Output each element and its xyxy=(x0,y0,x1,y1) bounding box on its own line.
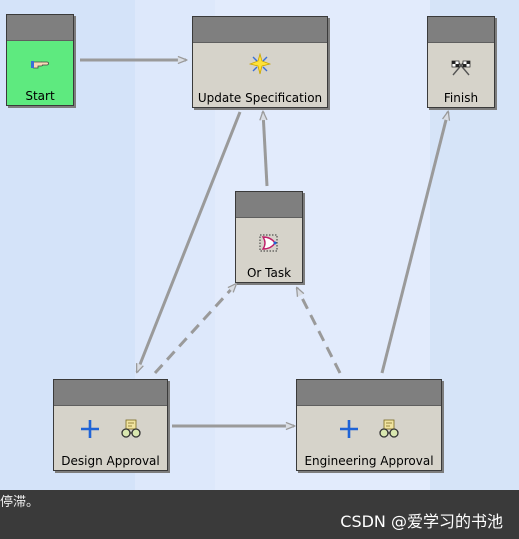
edge-design-approval-to-or-task[interactable] xyxy=(153,284,236,375)
approver-glasses-icon xyxy=(120,419,141,438)
edge-update-to-design-approval[interactable] xyxy=(135,111,242,372)
node-icon-area xyxy=(193,53,327,75)
update-specification-node[interactable]: Update Specification xyxy=(192,16,328,108)
design-approval-node[interactable]: Design Approval xyxy=(53,379,168,471)
edge-engineering-approval-to-or-task[interactable] xyxy=(295,288,342,374)
workflow-canvas: Start Update Specification xyxy=(0,0,519,490)
node-header xyxy=(428,17,494,43)
finish-node[interactable]: Finish xyxy=(427,16,495,108)
edge-engineering-approval-to-finish[interactable] xyxy=(380,112,448,374)
approver-glasses-icon xyxy=(379,419,399,438)
plus-icon xyxy=(339,420,358,438)
node-header xyxy=(193,17,327,43)
footer-bar: 停滞。 CSDN @爱学习的书池 xyxy=(0,490,519,539)
footer-watermark: CSDN @爱学习的书池 xyxy=(340,512,503,531)
node-header xyxy=(54,380,167,406)
sparkle-icon xyxy=(249,53,271,75)
node-icon-area xyxy=(428,57,494,76)
node-label: Design Approval xyxy=(61,454,160,468)
workflow-edges xyxy=(80,0,519,490)
node-header xyxy=(297,380,441,406)
or-task-node[interactable]: Or Task xyxy=(235,191,303,283)
hand-pointing-icon xyxy=(31,60,49,68)
node-label: Or Task xyxy=(246,266,292,280)
node-icon-area xyxy=(297,418,441,440)
node-icon-area xyxy=(236,232,302,252)
start-node[interactable]: Start xyxy=(6,14,74,106)
node-icon-area xyxy=(7,53,73,72)
plus-icon xyxy=(81,420,100,438)
node-header xyxy=(7,15,73,41)
node-header xyxy=(236,192,302,218)
node-label: Start xyxy=(25,89,55,103)
node-label: Engineering Approval xyxy=(304,454,434,468)
footer-partial-text: 停滞。 xyxy=(0,495,40,510)
engineering-approval-node[interactable]: Engineering Approval xyxy=(296,379,442,471)
node-label: Finish xyxy=(443,91,479,105)
node-label: Update Specification xyxy=(197,91,323,105)
or-gate-icon xyxy=(259,234,278,251)
node-icon-area xyxy=(54,418,167,440)
crossed-flags-icon xyxy=(451,60,471,75)
edge-or-task-to-update[interactable] xyxy=(263,112,269,187)
